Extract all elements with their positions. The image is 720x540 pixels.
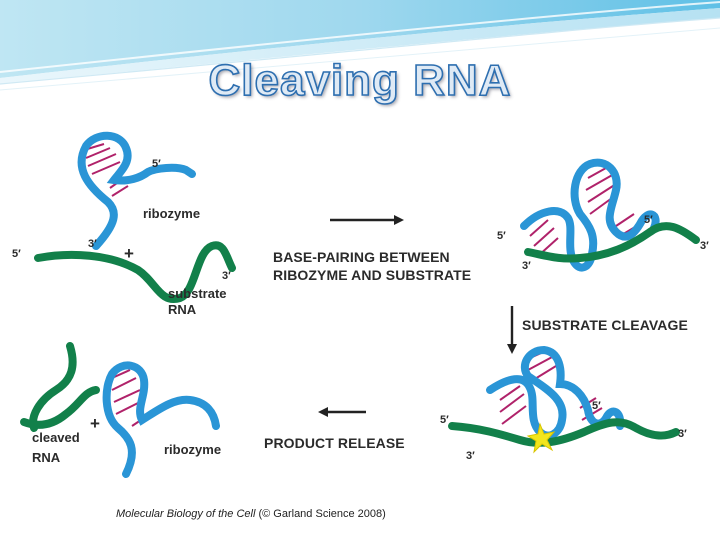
five-prime-label-complex-top: 5′ — [497, 230, 506, 242]
three-prime-label-substrate: 3′ — [222, 270, 231, 282]
plus-sign-bottom: + — [90, 414, 100, 433]
complex-bottom-right — [448, 345, 680, 454]
citation-publisher: (© Garland Science 2008) — [255, 508, 386, 520]
five-prime-label-complex-bottom: 5′ — [440, 414, 449, 426]
arrow-product-release — [318, 407, 366, 417]
five-prime-label-complex-bottom-ribozyme: 5′ — [592, 400, 601, 412]
cleaved-rna-label-line1: cleaved — [32, 430, 80, 445]
five-prime-label-complex-top-ribozyme: 5′ — [644, 214, 653, 226]
ribozyme-diagram — [0, 128, 720, 540]
substrate-label-line2: RNA — [168, 302, 197, 317]
citation-book-title: Molecular Biology of the Cell — [116, 508, 256, 520]
arrow-base-pairing — [330, 215, 404, 225]
ribozyme-strand-bottomleft — [102, 361, 220, 478]
five-prime-label-substrate: 5′ — [12, 248, 21, 260]
plus-sign-top: + — [124, 244, 134, 263]
five-prime-label-ribozyme: 5′ — [152, 158, 161, 170]
three-prime-label-complex-bottom-ribozyme: 3′ — [466, 450, 475, 462]
panel-background — [0, 128, 720, 540]
step-base-pairing-line1: BASE-PAIRING BETWEEN — [273, 249, 450, 265]
arrow-cleavage — [507, 306, 517, 354]
three-prime-label-complex-top: 3′ — [700, 240, 709, 252]
substrate-strand-topleft — [34, 241, 236, 303]
complex-top-right — [520, 158, 700, 272]
three-prime-label-complex-top-ribozyme: 3′ — [522, 260, 531, 272]
step-base-pairing-line2: RIBOZYME AND SUBSTRATE — [273, 267, 472, 283]
cleaved-rna-label-line2: RNA — [32, 450, 61, 465]
slide-title: Cleaving RNA — [208, 55, 512, 106]
cleaved-rna-fragments — [20, 342, 100, 432]
ribozyme-label: ribozyme — [143, 206, 201, 221]
substrate-label-line1: substrate — [168, 286, 227, 301]
ribozyme-label-bottom: ribozyme — [164, 442, 222, 457]
three-prime-label-complex-bottom: 3′ — [678, 428, 687, 440]
ribozyme-strand-topleft — [77, 131, 196, 250]
step-substrate-cleavage: SUBSTRATE CLEAVAGE — [522, 317, 688, 333]
step-product-release: PRODUCT RELEASE — [264, 435, 405, 451]
cleavage-star — [526, 422, 556, 454]
header-swoosh — [0, 0, 720, 91]
citation: Molecular Biology of the Cell (© Garland… — [116, 508, 386, 520]
three-prime-label-ribozyme: 3′ — [88, 238, 97, 250]
